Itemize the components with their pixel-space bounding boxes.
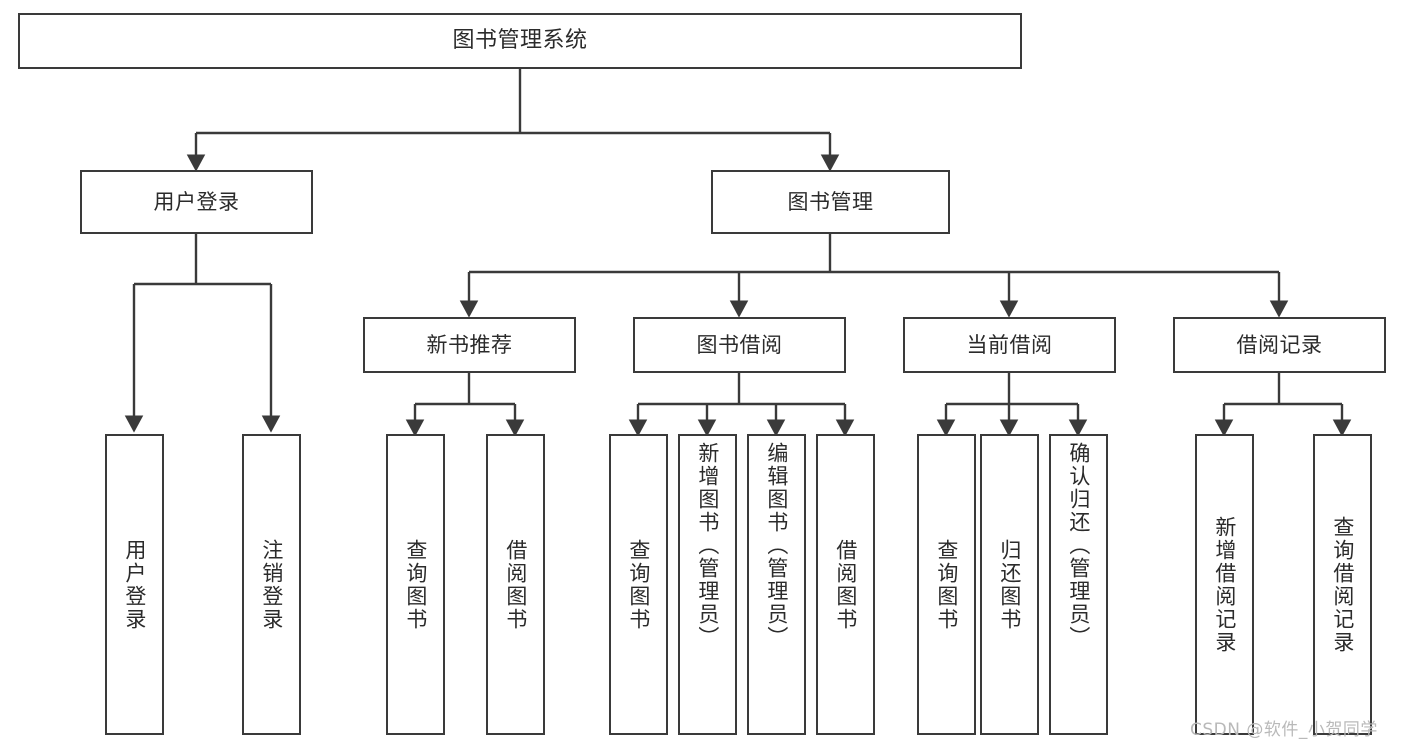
node-label: 编辑图书（管理员）	[764, 442, 789, 649]
node-label: 查询图书	[403, 538, 428, 631]
node-book-borrow[interactable]: 图书借阅	[633, 317, 846, 373]
csdn-watermark: CSDN @软件_小贺同学	[1190, 720, 1378, 740]
leaf-return-book[interactable]: 归还图书	[980, 434, 1039, 735]
leaf-borrow-book[interactable]: 借阅图书	[816, 434, 875, 735]
leaf-query-borrow-record[interactable]: 查询借阅记录	[1313, 434, 1372, 735]
node-label: 用户登录	[122, 538, 147, 631]
node-label: 用户登录	[153, 189, 240, 214]
leaf-query-book-borrow[interactable]: 查询图书	[609, 434, 668, 735]
leaf-logout[interactable]: 注销登录	[242, 434, 301, 735]
node-label: 图书借阅	[696, 332, 783, 357]
node-current-borrow[interactable]: 当前借阅	[903, 317, 1116, 373]
node-label: 查询图书	[626, 538, 651, 631]
node-label: 新增借阅记录	[1212, 515, 1237, 654]
leaf-user-login[interactable]: 用户登录	[105, 434, 164, 735]
node-book-management[interactable]: 图书管理	[711, 170, 950, 234]
node-label: 注销登录	[259, 538, 284, 631]
node-user-login[interactable]: 用户登录	[80, 170, 313, 234]
node-book-management-system[interactable]: 图书管理系统	[18, 13, 1022, 69]
node-borrow-record[interactable]: 借阅记录	[1173, 317, 1386, 373]
leaf-edit-book-admin[interactable]: 编辑图书（管理员）	[747, 434, 806, 735]
node-label: 新书推荐	[426, 332, 513, 357]
leaf-query-book-recommend[interactable]: 查询图书	[386, 434, 445, 735]
leaf-confirm-return-admin[interactable]: 确认归还（管理员）	[1049, 434, 1108, 735]
leaf-add-book-admin[interactable]: 新增图书（管理员）	[678, 434, 737, 735]
node-label: 查询图书	[934, 538, 959, 631]
node-label: 借阅记录	[1236, 332, 1323, 357]
node-label: 查询借阅记录	[1330, 515, 1355, 654]
node-label: 图书管理	[787, 189, 874, 214]
node-label: 确认归还（管理员）	[1066, 442, 1091, 649]
node-label: 借阅图书	[503, 538, 528, 631]
node-label: 借阅图书	[833, 538, 858, 631]
leaf-query-book-current[interactable]: 查询图书	[917, 434, 976, 735]
node-label: 图书管理系统	[452, 28, 588, 53]
node-label: 当前借阅	[966, 332, 1053, 357]
node-new-book-recommend[interactable]: 新书推荐	[363, 317, 576, 373]
node-label: 归还图书	[997, 538, 1022, 631]
leaf-borrow-book-recommend[interactable]: 借阅图书	[486, 434, 545, 735]
leaf-add-borrow-record[interactable]: 新增借阅记录	[1195, 434, 1254, 735]
node-label: 新增图书（管理员）	[695, 442, 720, 649]
